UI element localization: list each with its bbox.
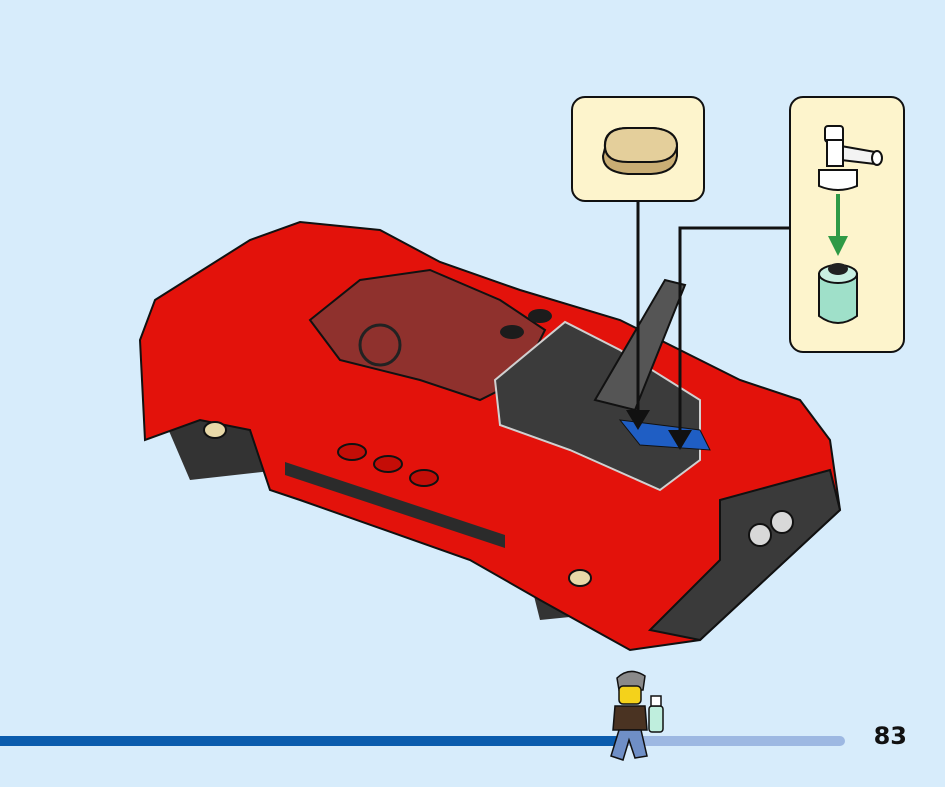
hood (493, 320, 701, 492)
tile-pointer-arrow (626, 410, 650, 430)
hood-plate (593, 278, 687, 412)
faucet-piece-icon (818, 125, 883, 191)
progress-fill (0, 736, 617, 746)
tan-round-tile-icon (601, 127, 679, 175)
exhaust-left (748, 523, 772, 547)
car-illustration (138, 202, 842, 652)
rear-axle-hub (203, 421, 227, 439)
steering-wheel (358, 323, 402, 367)
side-stud (409, 469, 439, 487)
minifigure-with-spray-bottle-icon (610, 670, 664, 761)
assembly-pointer-arrow (668, 430, 692, 450)
round-brick-icon (818, 263, 858, 324)
tile-callout (571, 96, 705, 202)
top-stud (528, 309, 552, 323)
page-number: 83 (873, 722, 907, 750)
assembly-arrow-head (828, 236, 848, 256)
rear-panel (647, 468, 842, 642)
engine-bay (618, 419, 711, 451)
assembly-parts (818, 125, 883, 324)
exhaust-right (770, 510, 794, 534)
assembly-pointer-line (678, 226, 791, 440)
side-stud (337, 443, 367, 461)
side-stripe (285, 462, 505, 548)
front-axle-hub (568, 569, 592, 587)
side-stud (373, 455, 403, 473)
progress-bar (0, 736, 845, 746)
assembly-callout (789, 96, 905, 353)
top-stud (500, 325, 524, 339)
